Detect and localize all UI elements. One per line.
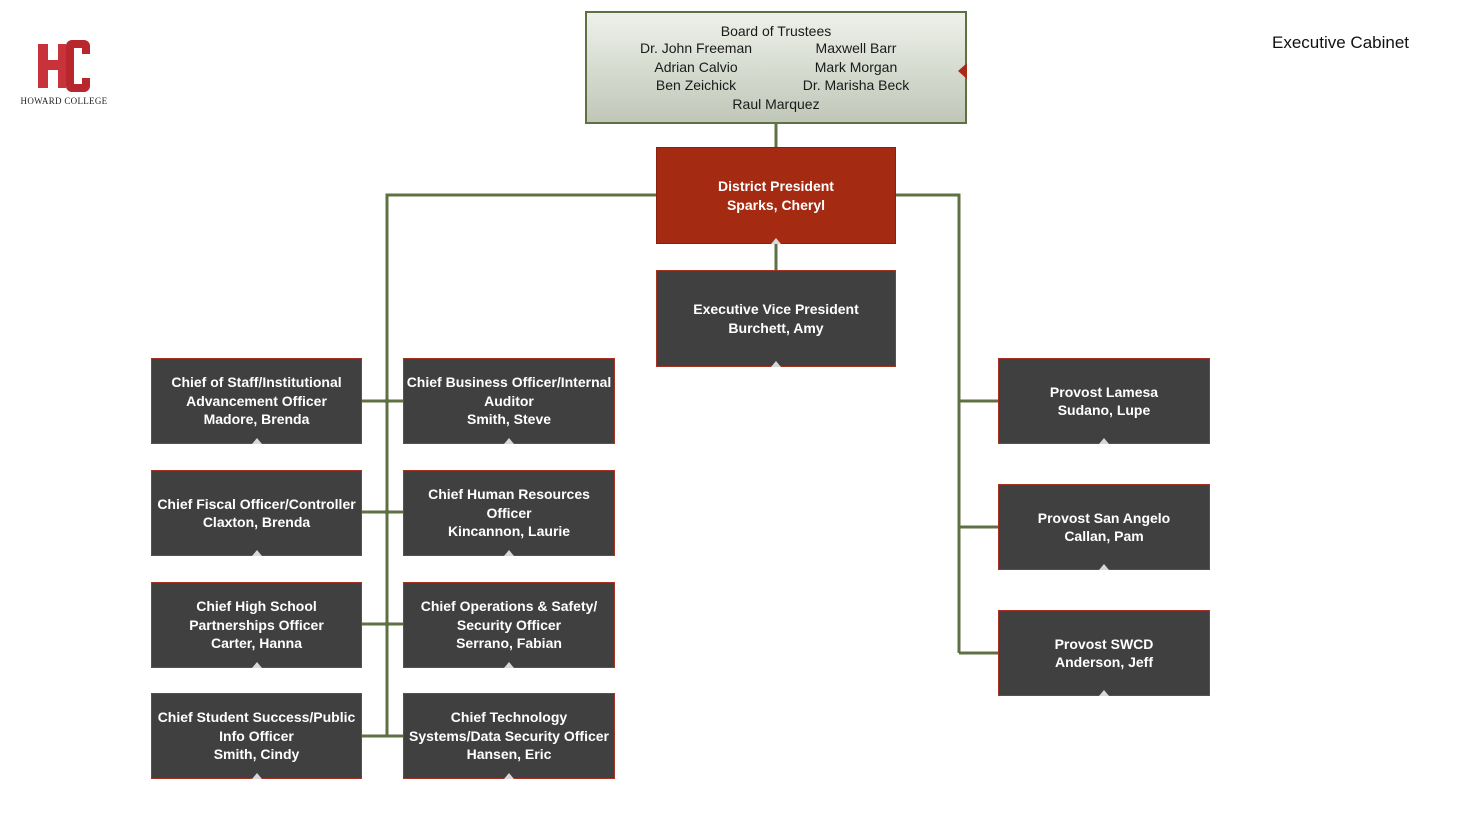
hc-monogram-icon: [38, 40, 90, 92]
node-name: Serrano, Fabian: [456, 635, 562, 652]
node-title: Provost San Angelo: [1037, 509, 1171, 526]
expand-caret-icon[interactable]: [504, 773, 514, 779]
chief-technology-systems-box[interactable]: Chief Technology Systems/Data Security O…: [403, 693, 615, 779]
board-member: Dr. Marisha Beck: [802, 77, 910, 94]
expand-caret-icon[interactable]: [504, 550, 514, 556]
node-title: District President: [718, 178, 834, 194]
node-title: Chief Fiscal Officer/Controller: [157, 495, 356, 512]
node-title: Chief Student Success/Public Info Office…: [157, 709, 356, 744]
provost-lamesa-box[interactable]: Provost Lamesa Sudano, Lupe: [998, 358, 1210, 444]
chief-of-staff-box[interactable]: Chief of Staff/Institutional Advancement…: [151, 358, 362, 444]
node-title: Chief of Staff/Institutional Advancement…: [171, 374, 342, 409]
chief-fiscal-officer-box[interactable]: Chief Fiscal Officer/Controller Claxton,…: [151, 470, 362, 556]
node-name: Anderson, Jeff: [1054, 654, 1153, 670]
node-name: Carter, Hanna: [210, 635, 303, 652]
district-president-box[interactable]: District President Sparks, Cheryl: [656, 147, 896, 244]
board-member: Ben Zeichick: [655, 77, 737, 94]
expand-caret-icon[interactable]: [1099, 438, 1109, 444]
collapse-tab-icon[interactable]: [958, 63, 967, 79]
board-member: Mark Morgan: [814, 58, 898, 75]
node-title: Chief Business Officer/Internal Auditor: [406, 374, 612, 409]
node-title: Chief Operations & Safety/ Security Offi…: [420, 598, 598, 633]
expand-caret-icon[interactable]: [504, 438, 514, 444]
expand-caret-icon[interactable]: [504, 662, 514, 668]
node-name: Claxton, Brenda: [202, 514, 311, 530]
node-name: Madore, Brenda: [203, 411, 310, 428]
right-trunk-line: [896, 193, 961, 653]
node-title: Chief High School Partnerships Officer: [189, 598, 324, 633]
node-name: Callan, Pam: [1064, 528, 1144, 544]
node-name: Burchett, Amy: [728, 319, 824, 336]
board-member: Maxwell Barr: [815, 40, 897, 56]
expand-caret-icon[interactable]: [1099, 690, 1109, 696]
node-name: Sudano, Lupe: [1057, 402, 1151, 418]
board-member: Dr. John Freeman: [639, 40, 753, 56]
node-name: Hansen, Eric: [466, 746, 552, 763]
board-title: Board of Trustees: [720, 23, 832, 39]
expand-caret-icon[interactable]: [251, 662, 262, 668]
node-title: Provost SWCD: [1054, 635, 1154, 652]
expand-caret-icon[interactable]: [251, 550, 262, 556]
expand-caret-icon[interactable]: [251, 773, 262, 779]
expand-caret-icon[interactable]: [251, 438, 262, 444]
board-member: Adrian Calvio: [654, 58, 738, 75]
node-name: Sparks, Cheryl: [726, 196, 826, 213]
node-name: Smith, Cindy: [213, 746, 300, 763]
left-trunk-line: [385, 193, 656, 736]
node-title: Chief Technology Systems/Data Security O…: [409, 709, 609, 744]
node-name: Smith, Steve: [466, 411, 552, 428]
expand-caret-icon[interactable]: [1099, 564, 1109, 570]
board-of-trustees-box[interactable]: Board of Trustees Dr. John Freeman Maxwe…: [585, 11, 967, 124]
provost-swcd-box[interactable]: Provost SWCD Anderson, Jeff: [998, 610, 1210, 696]
page-title: Executive Cabinet: [1272, 33, 1410, 52]
provost-san-angelo-box[interactable]: Provost San Angelo Callan, Pam: [998, 484, 1210, 570]
board-members-grid: Dr. John Freeman Maxwell Barr Adrian Cal…: [587, 39, 965, 95]
chief-student-success-box[interactable]: Chief Student Success/Public Info Office…: [151, 693, 362, 779]
board-member: Raul Marquez: [732, 96, 820, 113]
node-name: Kincannon, Laurie: [447, 523, 571, 540]
executive-vice-president-box[interactable]: Executive Vice President Burchett, Amy: [656, 270, 896, 367]
node-title: Provost Lamesa: [1049, 383, 1159, 400]
chief-business-officer-box[interactable]: Chief Business Officer/Internal Auditor …: [403, 358, 615, 444]
node-title: Executive Vice President: [693, 301, 859, 317]
node-title: Chief Human Resources Officer: [428, 486, 590, 521]
chief-human-resources-box[interactable]: Chief Human Resources Officer Kincannon,…: [403, 470, 615, 556]
logo-text: HOWARD COLLEGE: [20, 96, 108, 106]
expand-caret-icon[interactable]: [771, 361, 781, 367]
chief-high-school-partnerships-box[interactable]: Chief High School Partnerships Officer C…: [151, 582, 362, 668]
expand-caret-icon[interactable]: [771, 238, 781, 244]
howard-college-logo: HOWARD COLLEGE: [14, 40, 114, 110]
chief-operations-safety-box[interactable]: Chief Operations & Safety/ Security Offi…: [403, 582, 615, 668]
